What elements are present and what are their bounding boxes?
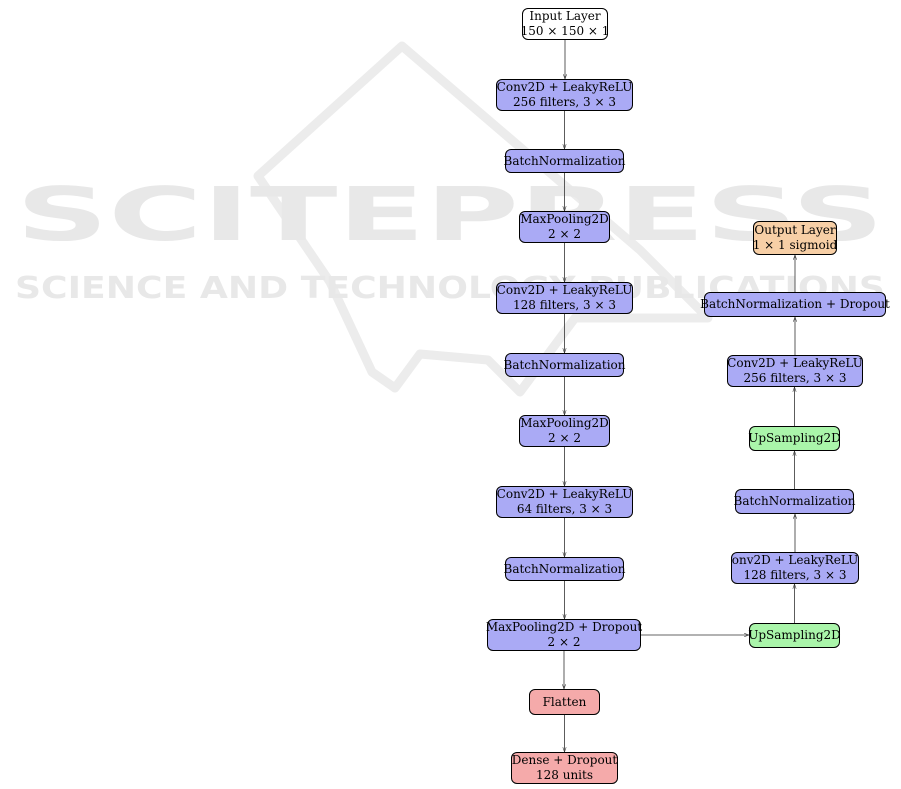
flatten-title: Flatten <box>542 694 587 709</box>
input-layer-shape: 150 × 150 × 1 <box>520 24 610 38</box>
encoder-batchnorm-1-title: BatchNormalization <box>503 153 626 168</box>
decoder-conv-128-params: 128 filters, 3 × 3 <box>743 568 847 582</box>
encoder-maxpool-1-node: MaxPooling2D 2 × 2 <box>519 211 610 243</box>
input-layer-title: Input Layer <box>529 9 601 23</box>
encoder-maxpool-1-title: MaxPooling2D <box>520 212 609 226</box>
encoder-conv-64-node: Conv2D + LeakyReLU 64 filters, 3 × 3 <box>496 486 633 518</box>
encoder-maxpool-2-title: MaxPooling2D <box>520 416 609 430</box>
decoder-upsampling-2-title: UpSampling2D <box>748 431 841 445</box>
encoder-maxpool-1-params: 2 × 2 <box>548 227 581 241</box>
encoder-conv-256-params: 256 filters, 3 × 3 <box>513 95 616 109</box>
decoder-conv-256-title: Conv2D + LeakyReLU <box>727 356 863 370</box>
output-layer-title: Output Layer <box>754 223 836 237</box>
decoder-batchnorm-dropout-node: BatchNormalization + Dropout <box>700 292 890 317</box>
encoder-maxpool-2-params: 2 × 2 <box>548 431 581 445</box>
decoder-conv-128-title: onv2D + LeakyReLU <box>731 553 859 567</box>
encoder-batchnorm-3-node: BatchNormalization <box>503 557 626 581</box>
encoder-conv-64-title: Conv2D + LeakyReLU <box>496 487 633 501</box>
output-layer-activation: 1 × 1 sigmoid <box>752 238 838 252</box>
flatten-node: Flatten <box>529 689 600 715</box>
decoder-upsampling-2-node: UpSampling2D <box>748 426 841 451</box>
decoder-upsampling-1-title: UpSampling2D <box>748 628 841 642</box>
encoder-conv-64-params: 64 filters, 3 × 3 <box>516 502 613 516</box>
input-layer-node: Input Layer 150 × 150 × 1 <box>520 8 610 40</box>
decoder-batchnorm-node: BatchNormalization <box>733 489 856 514</box>
decoder-upsampling-1-node: UpSampling2D <box>748 623 841 648</box>
dense-dropout-units: 128 units <box>536 768 593 782</box>
encoder-batchnorm-3-title: BatchNormalization <box>503 561 626 576</box>
decoder-conv-256-params: 256 filters, 3 × 3 <box>743 371 847 385</box>
encoder-maxpool-dropout-params: 2 × 2 <box>547 635 581 649</box>
encoder-conv-128-params: 128 filters, 3 × 3 <box>513 298 616 312</box>
decoder-conv-128-node: onv2D + LeakyReLU 128 filters, 3 × 3 <box>731 552 859 584</box>
encoder-conv-128-node: Conv2D + LeakyReLU 128 filters, 3 × 3 <box>496 282 633 314</box>
encoder-batchnorm-2-node: BatchNormalization <box>503 353 626 377</box>
decoder-conv-256-node: Conv2D + LeakyReLU 256 filters, 3 × 3 <box>727 355 863 387</box>
encoder-conv-256-title: Conv2D + LeakyReLU <box>496 80 633 94</box>
encoder-batchnorm-2-title: BatchNormalization <box>503 357 626 372</box>
encoder-batchnorm-1-node: BatchNormalization <box>503 149 626 173</box>
output-layer-node: Output Layer 1 × 1 sigmoid <box>753 221 837 255</box>
dense-dropout-node: Dense + Dropout 128 units <box>511 752 618 784</box>
dense-dropout-title: Dense + Dropout <box>511 753 618 767</box>
encoder-conv-128-title: Conv2D + LeakyReLU <box>496 283 633 297</box>
decoder-batchnorm-dropout-title: BatchNormalization + Dropout <box>700 297 890 311</box>
encoder-conv-256-node: Conv2D + LeakyReLU 256 filters, 3 × 3 <box>496 79 633 111</box>
decoder-batchnorm-title: BatchNormalization <box>733 494 856 508</box>
encoder-maxpool-dropout-node: MaxPooling2D + Dropout 2 × 2 <box>485 619 643 651</box>
encoder-maxpool-2-node: MaxPooling2D 2 × 2 <box>519 415 610 447</box>
encoder-maxpool-dropout-title: MaxPooling2D + Dropout <box>485 620 643 634</box>
